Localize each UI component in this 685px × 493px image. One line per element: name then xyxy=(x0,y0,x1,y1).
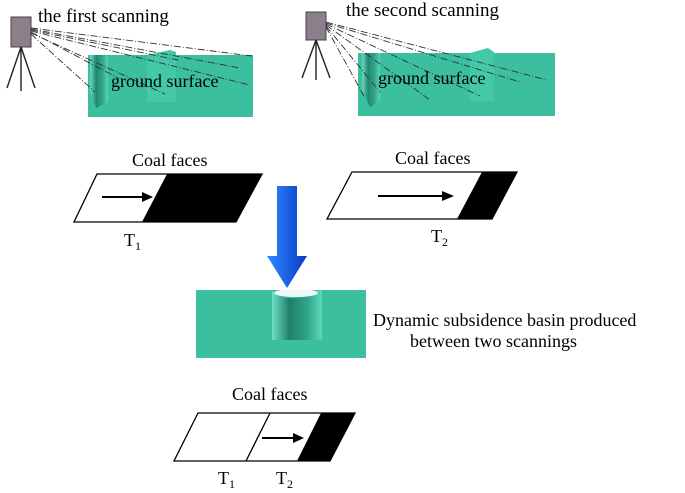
subsidence-trough-2 xyxy=(362,53,380,107)
coal-face-t1-t2-time2: T2 xyxy=(276,468,293,491)
process-arrow xyxy=(267,186,307,288)
basin-caption-line1: Dynamic subsidence basin produced xyxy=(373,310,636,330)
coal-face-t1-arrowhead xyxy=(142,192,153,202)
second-scanning-label: the second scanning xyxy=(346,0,500,21)
scan-rays-1 xyxy=(30,27,253,95)
coal-face-t1-t2-arrowhead xyxy=(293,433,304,443)
coal-face-t1-title: Coal faces xyxy=(132,150,207,170)
basin-rim xyxy=(274,289,318,297)
coal-face-t1-divider xyxy=(245,412,271,462)
first-scanning-scene: the first scanning ground surface xyxy=(6,6,253,117)
scanner-1-tripod xyxy=(6,46,36,91)
ground-surface-label-1: ground surface xyxy=(111,71,218,91)
coal-face-t1-t2-title: Coal faces xyxy=(232,384,307,404)
scanner-2-tripod xyxy=(301,39,331,80)
coal-face-t2-title: Coal faces xyxy=(395,148,470,168)
scanner-1-head xyxy=(10,16,32,48)
basin-depression xyxy=(272,290,322,340)
coal-face-t1-t2-time1: T1 xyxy=(218,468,235,491)
scanner-2-head xyxy=(305,11,327,41)
coal-face-t2-arrowhead xyxy=(442,191,454,201)
coal-face-t1-time: T1 xyxy=(124,230,141,253)
second-scanning-scene: the second scanning ground surface xyxy=(301,0,555,116)
coal-face-t1: Coal faces T1 xyxy=(72,150,264,253)
coal-face-t1-t2: Coal faces T1 T2 xyxy=(172,384,357,491)
first-scanning-label: the first scanning xyxy=(38,6,169,27)
coal-face-t1-mined xyxy=(142,174,262,222)
coal-face-t1-t2-mined xyxy=(297,413,355,461)
coal-face-t2-mined xyxy=(457,172,517,219)
ground-surface-label-2: ground surface xyxy=(378,68,485,88)
basin-caption-line2: between two scannings xyxy=(410,331,577,351)
subsidence-trough-1 xyxy=(90,55,108,108)
subsidence-basin: Dynamic subsidence basin produced betwee… xyxy=(196,289,636,358)
coal-face-t2: Coal faces T2 xyxy=(325,148,519,249)
trench-far-wall-2 xyxy=(470,48,494,101)
scan-rays-2 xyxy=(325,21,548,101)
coal-face-t2-time: T2 xyxy=(431,226,448,249)
